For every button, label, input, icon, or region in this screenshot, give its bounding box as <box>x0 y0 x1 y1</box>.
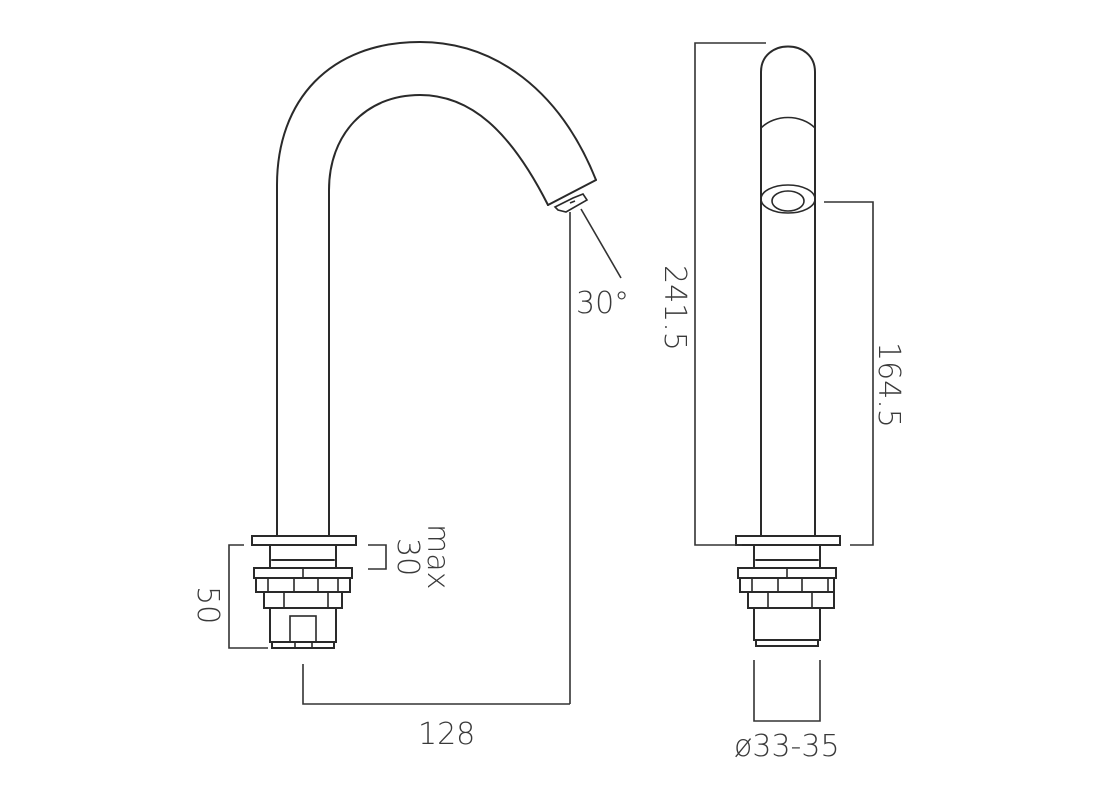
max-label: max <box>420 524 455 589</box>
front-shank-end <box>755 639 819 647</box>
front-nut-lower <box>747 591 835 609</box>
diameter-dim <box>753 660 821 722</box>
outlet-height-label: 164.5 <box>871 342 906 428</box>
outlet-outer <box>760 184 816 214</box>
angle-label: 30° <box>576 286 629 321</box>
side-nut-upper <box>255 577 351 593</box>
outlet-inner <box>771 190 805 212</box>
overall-height-label: 241.5 <box>657 265 692 351</box>
side-shank-end <box>271 641 335 649</box>
height-50-label: 50 <box>190 586 225 624</box>
side-shank <box>269 607 337 643</box>
diameter-label: ø33-35 <box>734 729 840 764</box>
front-view <box>694 42 874 722</box>
side-view <box>228 41 622 705</box>
outlet-height-dim <box>824 201 874 546</box>
max-30-label: 30 <box>390 538 425 576</box>
front-flange <box>735 535 841 546</box>
side-neck <box>269 544 337 569</box>
front-nut-upper <box>739 577 835 593</box>
overall-height-dim <box>694 42 766 546</box>
aerator <box>553 193 589 213</box>
side-flange <box>251 535 357 546</box>
front-body <box>760 45 816 537</box>
angle-lines <box>569 208 622 704</box>
spout-outer-curve <box>276 41 597 537</box>
height-50-dim <box>228 544 268 649</box>
projection-label: 128 <box>418 717 475 752</box>
projection-dim <box>302 664 570 705</box>
front-shank <box>753 607 821 641</box>
max-30-dim <box>368 544 387 570</box>
front-band <box>760 116 816 129</box>
side-nut-lower <box>263 591 343 609</box>
spout-tip <box>547 179 597 206</box>
spout-inner-curve <box>328 94 549 537</box>
